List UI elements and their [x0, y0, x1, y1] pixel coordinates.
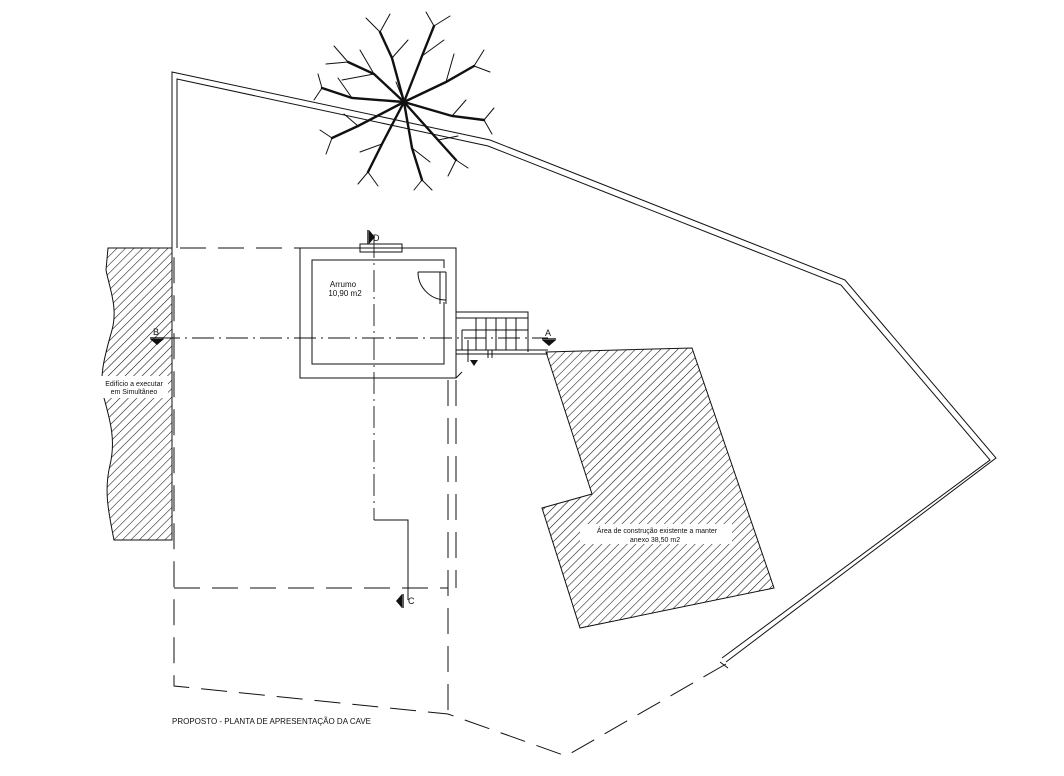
section-label-c: C [408, 596, 415, 606]
section-label-a: A [545, 328, 551, 338]
tree-icon [313, 11, 495, 191]
drawing-title: PROPOSTO - PLANTA DE APRESENTAÇÃO DA CAV… [172, 717, 371, 726]
neighbor-label-line1: Edifício a executar [105, 381, 163, 388]
section-lines [158, 236, 548, 600]
stairs [455, 311, 548, 379]
section-label-d: D [373, 233, 380, 243]
existing-area-label: Área de construção existente a manter [597, 526, 718, 535]
neighbor-building [100, 247, 173, 541]
arrumo-area: 10,90 m2 [328, 289, 362, 298]
section-label-b: B [153, 327, 159, 337]
arrumo-name: Arrumo [330, 280, 357, 289]
arrumo-room [299, 243, 457, 379]
existing-area-size: anexo 38,50 m2 [630, 537, 680, 544]
dashed-boundary [173, 247, 727, 757]
section-marker-b [150, 337, 164, 345]
section-marker-d [367, 230, 375, 244]
neighbor-label-line2: em Simultâneo [111, 389, 158, 396]
section-marker-c [396, 594, 404, 608]
section-marker-a [542, 338, 556, 346]
existing-annex [541, 347, 775, 629]
